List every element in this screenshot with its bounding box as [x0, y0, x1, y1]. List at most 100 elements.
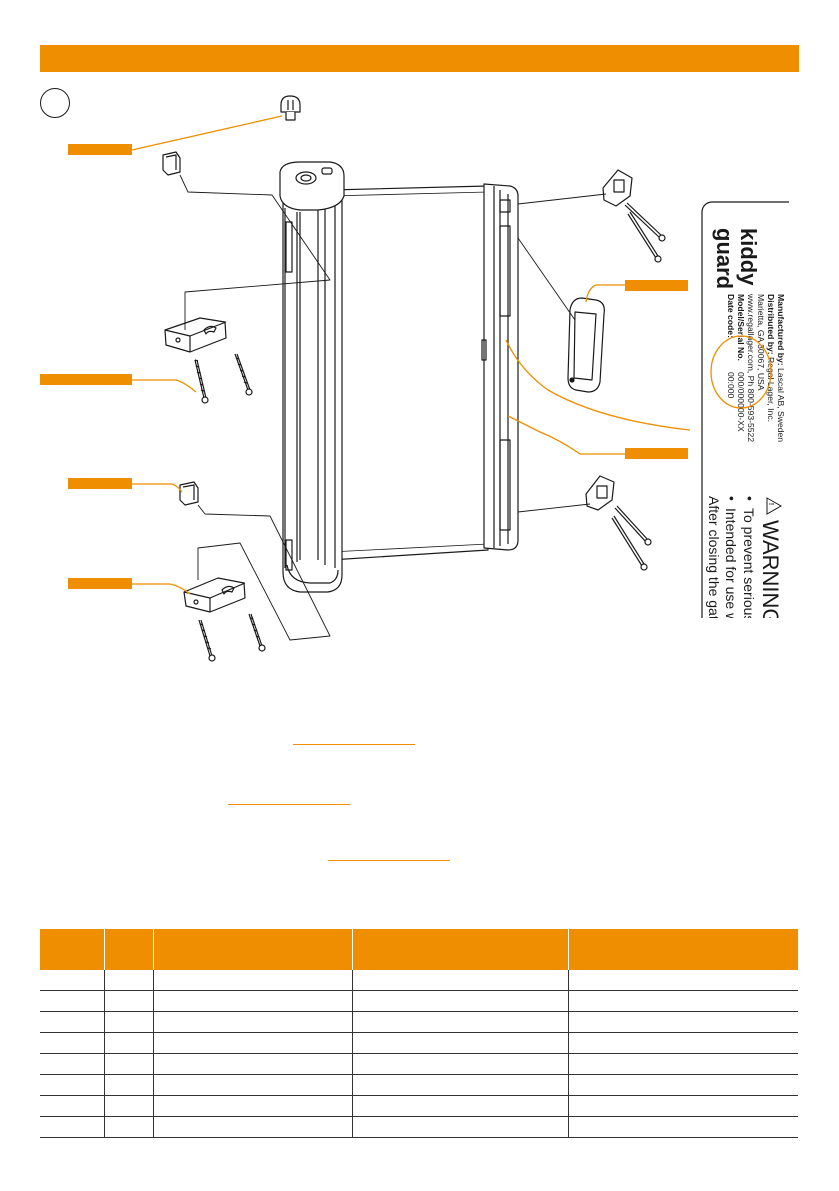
- table-cell: [152, 990, 352, 1012]
- table-cell: [351, 1053, 568, 1075]
- table-cell: [103, 990, 153, 1012]
- warning-line3: After closing the gate,: [706, 496, 722, 618]
- brand-line2: guard: [712, 228, 737, 289]
- table-cell: [351, 990, 568, 1012]
- table-cell: [567, 1074, 798, 1096]
- top-bracket-part: [164, 317, 227, 353]
- model-value: 000/000000-XX: [736, 372, 746, 432]
- gate-end-bar: [481, 183, 519, 551]
- table-header-cell: [104, 929, 154, 970]
- table-cell: [40, 990, 104, 1012]
- gate-mesh-panel: [329, 185, 489, 561]
- product-label-area: kiddy guard Manufactured by: Lascal AB, …: [700, 200, 789, 618]
- table-row: [40, 990, 798, 1012]
- right-bottom-bracket-part: [585, 475, 652, 571]
- table-cell: [40, 1032, 104, 1054]
- blank-line-1: [293, 744, 415, 745]
- callout-tag-clip: [68, 478, 132, 489]
- table-cell: [351, 1074, 568, 1096]
- table-cell: [40, 1053, 104, 1075]
- table-cell: [103, 1053, 153, 1075]
- table-cell: [103, 1074, 153, 1096]
- callout-tag-knob: [68, 144, 132, 155]
- table-row: [40, 1116, 798, 1138]
- table-cell: [103, 1095, 153, 1117]
- table-cell: [103, 1116, 153, 1138]
- table-cell: [351, 1032, 568, 1054]
- table-row: [40, 1095, 798, 1117]
- svg-text:•: •: [724, 496, 740, 501]
- table-cell: [567, 1011, 798, 1033]
- serial-highlight-ellipse: [710, 335, 772, 409]
- blank-line-3: [328, 860, 450, 861]
- table-cell: [351, 1116, 568, 1138]
- warning-line2: Intended for use with c: [723, 508, 739, 618]
- table-cell: [152, 1032, 352, 1054]
- table-header-cell: [352, 929, 569, 970]
- callout-tag-handle: [625, 280, 688, 291]
- table-cell: [152, 1053, 352, 1075]
- table-cell: [152, 1074, 352, 1096]
- table-cell: [40, 1116, 104, 1138]
- manufacturer-name: Lascal AB, Sweden: [776, 366, 786, 443]
- table-cell: [103, 970, 153, 991]
- table-cell: [103, 1011, 153, 1033]
- table-cell: [152, 1095, 352, 1117]
- svg-text:Manufactured by: Lascal AB, Sw: Manufactured by: Lascal AB, Sweden: [776, 294, 786, 442]
- gate-exploded-diagram: [131, 95, 691, 662]
- cassette-housing: [279, 161, 345, 593]
- table-cell: [152, 970, 352, 991]
- callout-tag-serial-label: [625, 448, 688, 459]
- table-row: [40, 1032, 798, 1054]
- svg-text:!: !: [767, 503, 774, 505]
- distributor-name: Regal Lager, Inc.: [766, 355, 776, 422]
- manufacturer-prefix: Manufactured by:: [776, 294, 786, 366]
- web-phone-text: www.regallager.com, Ph 800-593-5522: [746, 293, 756, 442]
- brand-line1: kiddy: [736, 228, 761, 286]
- distributor-prefix: Distributed by:: [766, 294, 776, 355]
- table-cell: [567, 990, 798, 1012]
- top-clip-part: [162, 151, 181, 176]
- table-cell: [351, 1011, 568, 1033]
- table-cell: [567, 1053, 798, 1075]
- bottom-bracket-part: [183, 577, 246, 613]
- table-row: [40, 970, 798, 991]
- table-cell: [40, 970, 104, 991]
- model-prefix: Model/Serial No.: [736, 294, 746, 361]
- callout-tag-top-bracket: [40, 374, 132, 385]
- table-cell: [152, 1011, 352, 1033]
- step-number-circle: [40, 88, 70, 118]
- handle-part: [567, 297, 605, 393]
- table-cell: [567, 1032, 798, 1054]
- warning-line1: To prevent serious inju: [741, 508, 757, 618]
- bottom-clip-part: [179, 481, 199, 506]
- address-text: Marietta, GA 30067, USA: [756, 294, 766, 391]
- knob-part: [280, 95, 301, 121]
- date-value: 00:000: [726, 372, 736, 399]
- table-row: [40, 1074, 798, 1096]
- table-header-cell: [40, 929, 105, 970]
- svg-text:Distributed by: Regal Lager, I: Distributed by: Regal Lager, Inc.: [766, 294, 776, 422]
- table-header-cell: [153, 929, 353, 970]
- section-header-bar: [40, 45, 799, 72]
- blank-line-2: [228, 804, 350, 805]
- warning-triangle-icon: [766, 497, 783, 515]
- date-prefix: Date code:: [726, 294, 736, 338]
- svg-text:•: •: [742, 496, 758, 501]
- table-cell: [40, 1011, 104, 1033]
- table-row: [40, 1053, 798, 1075]
- table-cell: [103, 1032, 153, 1054]
- table-cell: [152, 1116, 352, 1138]
- table-header-cell: [568, 929, 798, 970]
- callout-tag-bottom-bracket: [68, 578, 132, 589]
- screw-pair-top: [194, 353, 253, 404]
- table-cell: [40, 1095, 104, 1117]
- parts-table-header: [40, 929, 798, 970]
- parts-table: [40, 929, 798, 1138]
- table-cell: [351, 1095, 568, 1117]
- table-row: [40, 1011, 798, 1033]
- table-cell: [567, 970, 798, 991]
- right-top-bracket-part: [602, 169, 666, 263]
- table-cell: [40, 1074, 104, 1096]
- warning-title: WARNING: [758, 520, 783, 618]
